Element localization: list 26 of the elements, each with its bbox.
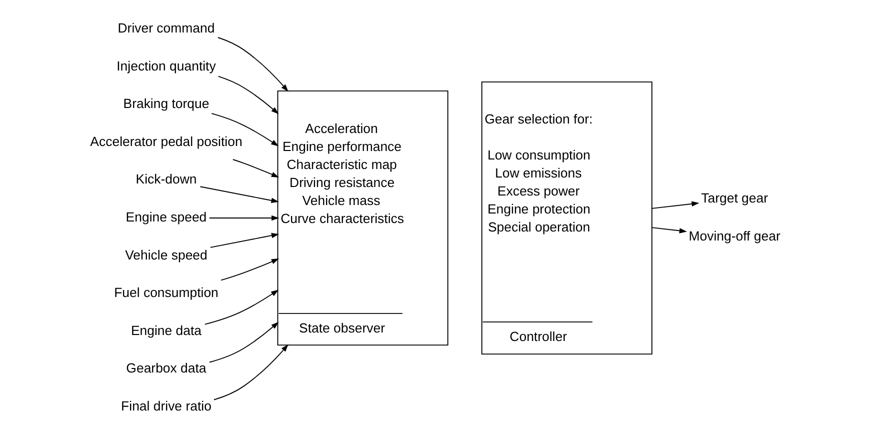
node-text: Moving-off gear [688, 228, 780, 244]
arrow [651, 227, 687, 234]
arrow [232, 159, 280, 178]
arrow [204, 290, 279, 325]
arrow [208, 215, 280, 221]
node-text: Vehicle speed [125, 247, 208, 262]
node-text: Accelerator pedal position [90, 134, 242, 149]
arrow [218, 37, 288, 92]
arrow [651, 201, 700, 209]
node-text: Injection quantity [116, 58, 216, 74]
node-text: Braking torque [123, 96, 210, 112]
node-text: Engine speed [126, 209, 207, 224]
node-text: Kick-down [136, 172, 197, 187]
arrow [214, 344, 288, 400]
arrow [210, 232, 280, 248]
node-text: Final drive ratio [121, 398, 212, 414]
arrow [220, 258, 280, 281]
node-text: Target gear [701, 190, 768, 206]
arrow [209, 322, 279, 363]
node-text: Engine data [130, 322, 202, 338]
node-text: Fuel consumption [114, 285, 218, 300]
arrow [200, 186, 279, 204]
node-text: Gearbox data [126, 360, 206, 376]
arrow [218, 76, 279, 114]
node-text: Driver command [118, 20, 215, 36]
arrow [211, 113, 279, 146]
